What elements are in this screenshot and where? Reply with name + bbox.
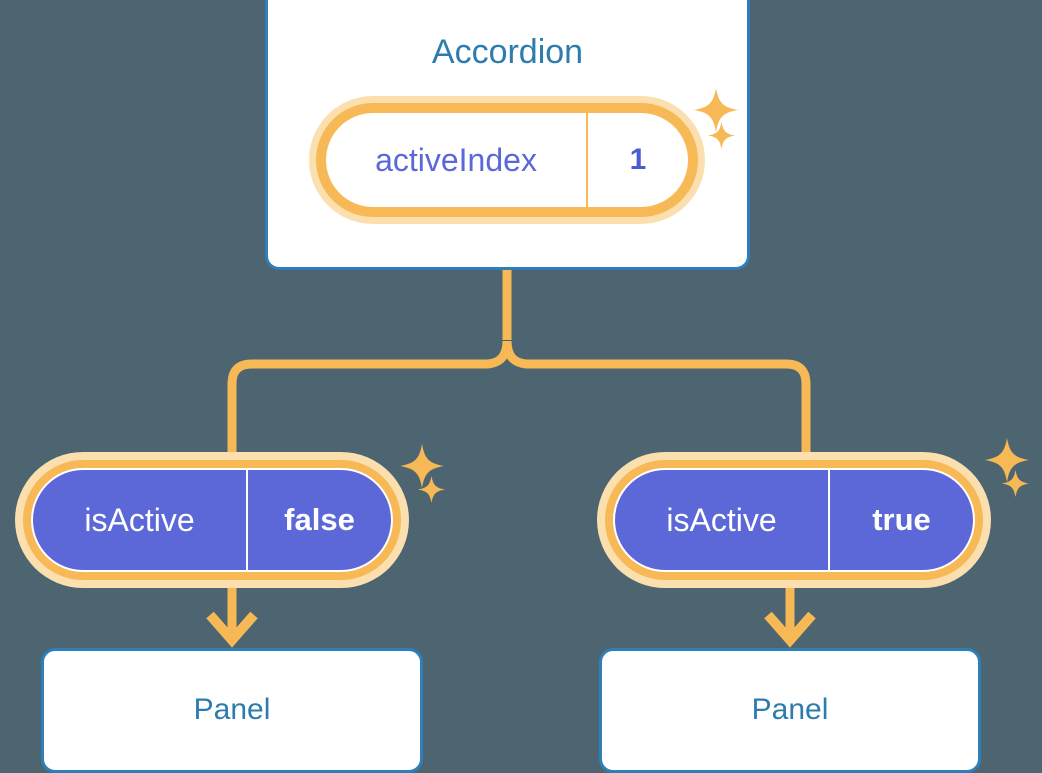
prop-pill-activeindex[interactable]: activeIndex 1 (309, 96, 705, 224)
sparkle-large-icon (694, 88, 738, 132)
pill-body: activeIndex 1 (326, 113, 688, 207)
pill-body: isActive false (31, 468, 393, 572)
sparkle-pair-right-icon (985, 438, 1029, 497)
edge-junction-to-right-child (502, 340, 811, 470)
sparkle-large-icon (400, 444, 444, 488)
prop-pill-isactive-left[interactable]: isActive false (15, 452, 409, 588)
pill-body: isActive true (613, 468, 975, 572)
panel-title-right: Panel (751, 693, 829, 726)
sparkle-pair-root-icon (694, 88, 738, 149)
prop-name-isactive-right: isActive (615, 470, 830, 570)
sparkle-large-icon (985, 438, 1029, 482)
prop-value-isactive-left: false (284, 502, 355, 537)
panel-title-left: Panel (193, 693, 271, 726)
prop-pill-isactive-right[interactable]: isActive true (597, 452, 991, 588)
edge-junction-to-left-child (227, 340, 512, 470)
arrowhead-left-panel (206, 611, 258, 648)
prop-name-activeindex: activeIndex (326, 113, 588, 207)
accordion-title: Accordion (431, 33, 584, 71)
arrowhead-right-panel (764, 611, 816, 648)
sparkle-pair-left-icon (400, 444, 445, 503)
prop-name-isactive-left: isActive (33, 470, 248, 570)
prop-value-activeindex: 1 (629, 143, 647, 176)
prop-value-isactive-right: true (872, 502, 931, 537)
sparkle-small-icon (708, 122, 735, 149)
panel-component-card-left[interactable]: Panel (41, 648, 423, 773)
